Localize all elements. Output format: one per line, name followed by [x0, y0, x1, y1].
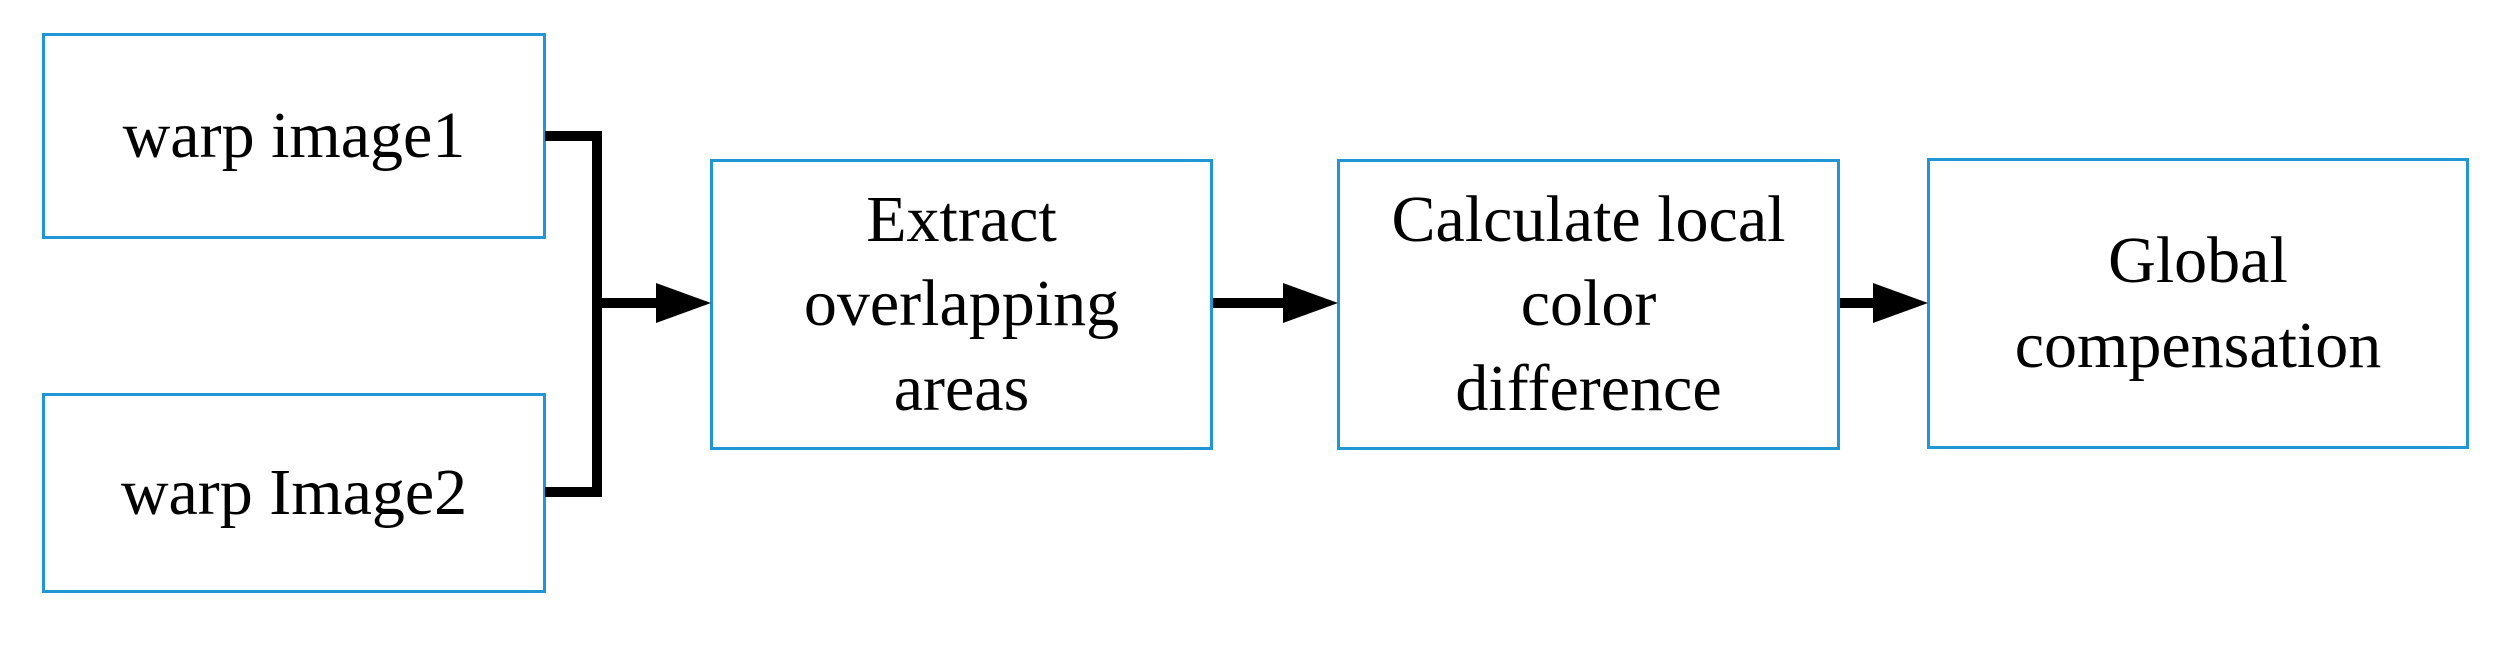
node-calculate-local-color-difference-label: Calculate local color difference — [1391, 182, 1786, 425]
connector-warp-image2-out — [545, 487, 602, 497]
node-global-compensation-label: Global compensation — [2014, 224, 2382, 382]
node-extract-overlapping-areas-label: Extract overlapping areas — [803, 182, 1120, 425]
connector-warp-image1-out — [545, 131, 602, 141]
arrowhead-icon — [1873, 283, 1928, 323]
node-warp-image2: warp Image2 — [42, 393, 546, 593]
node-warp-image1-label: warp image1 — [122, 98, 466, 172]
node-calculate-local-color-difference: Calculate local color difference — [1337, 159, 1840, 450]
arrowhead-icon — [1283, 283, 1338, 323]
node-warp-image1: warp image1 — [42, 33, 546, 239]
connector-merge-vertical — [592, 131, 602, 497]
connector-calculate-to-global — [1840, 298, 1875, 308]
node-global-compensation: Global compensation — [1927, 158, 2469, 449]
connector-merge-to-extract — [598, 298, 658, 308]
arrowhead-icon — [656, 283, 711, 323]
node-warp-image2-label: warp Image2 — [120, 455, 468, 529]
node-extract-overlapping-areas: Extract overlapping areas — [710, 159, 1213, 450]
connector-extract-to-calculate — [1213, 298, 1285, 308]
